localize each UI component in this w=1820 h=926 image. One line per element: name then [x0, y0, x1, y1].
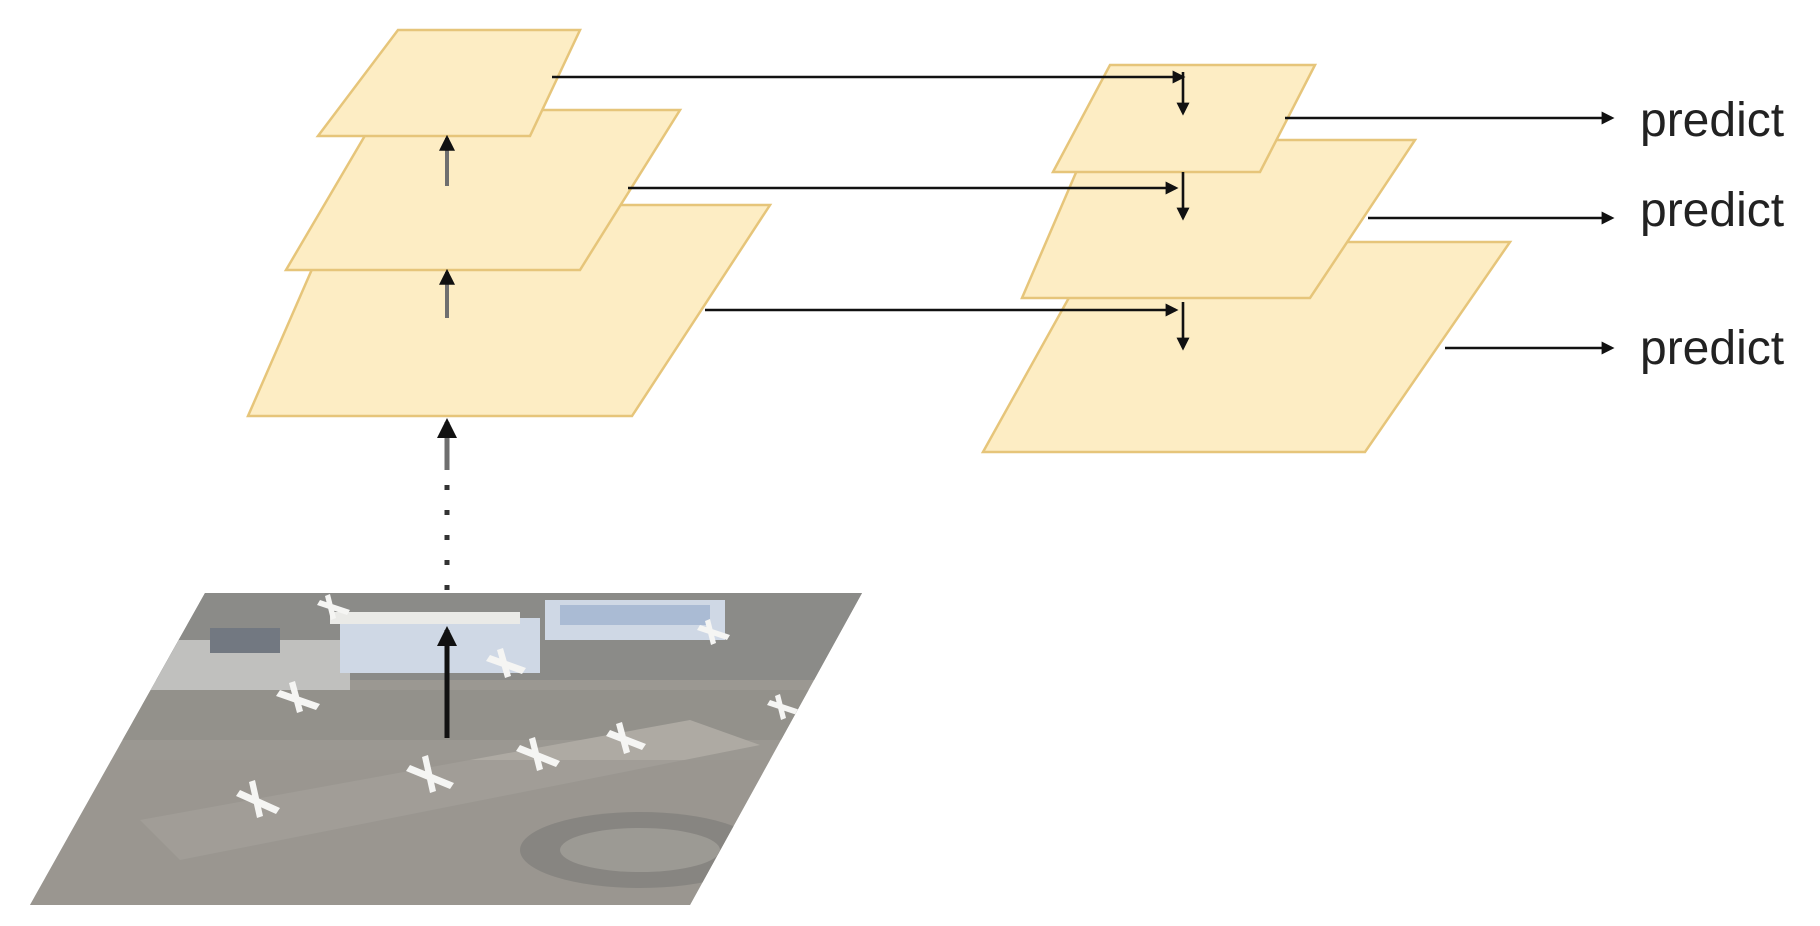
predict-label-middle: predict: [1640, 184, 1784, 237]
predict-label-bottom: predict: [1640, 322, 1784, 375]
top-down-pyramid: [980, 63, 1513, 454]
feature-map-c4: [283, 108, 683, 272]
prediction-labels: predict predict predict: [1640, 94, 1784, 375]
feature-map-p5: [1050, 63, 1318, 174]
feature-map-c5: [315, 28, 582, 138]
input-image: [30, 593, 862, 905]
lateral-connections: [552, 70, 1186, 317]
prediction-arrows: [1285, 111, 1615, 355]
feature-map-p4: [1020, 138, 1418, 300]
bottom-up-pyramid: [246, 28, 773, 418]
plane-icon: [236, 594, 800, 818]
predict-label-top: predict: [1640, 94, 1784, 147]
